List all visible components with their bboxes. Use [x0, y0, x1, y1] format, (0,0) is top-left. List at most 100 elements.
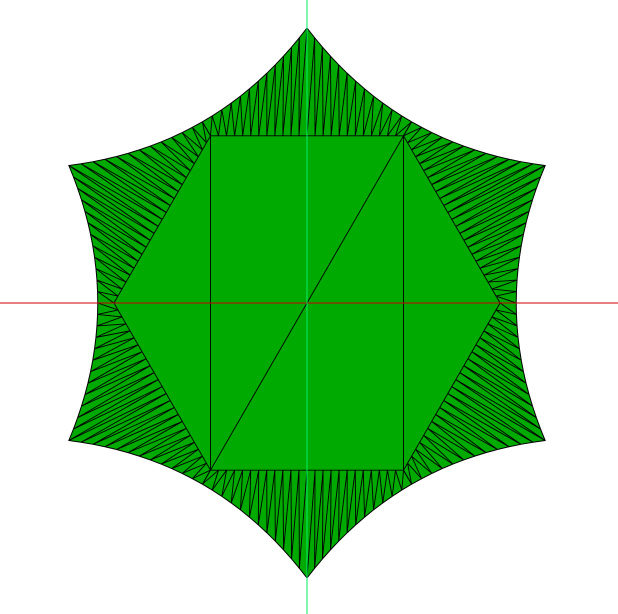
lobe-fan-edge: [171, 137, 195, 164]
lobe-fan-edge: [487, 323, 519, 338]
lobe-fan-edge: [487, 268, 519, 283]
lobe-fan-edge: [138, 149, 183, 185]
lobe-fan-edge: [94, 337, 135, 350]
lobe-fan-edge: [77, 188, 151, 241]
lobe-fan-edge: [471, 351, 527, 384]
lobe-fan-edge: [463, 365, 537, 418]
lobe-fan-edge: [92, 161, 171, 206]
lobe-fan-edge: [362, 88, 365, 136]
lobe-fan-edge: [282, 56, 285, 136]
lobe-fan-edge: [92, 344, 139, 361]
lobe-fan-edge: [447, 163, 534, 213]
lobe-fan-edge: [321, 47, 324, 136]
lobe-fan-edge: [427, 152, 487, 179]
lobe-fan-edge: [495, 295, 517, 304]
lobe-fan-edge: [378, 109, 393, 137]
lobe-fan-edge: [403, 469, 413, 485]
lobe-fan-edge: [96, 323, 127, 327]
lobe-fan-edge: [463, 365, 533, 407]
lobe-fan-edge: [395, 470, 403, 491]
lobe-fan-edge: [249, 88, 252, 136]
lobe-fan-edge: [459, 372, 541, 430]
lobe-fan-edge: [338, 64, 340, 136]
lobe-fan-edge: [401, 470, 404, 491]
lobe-fan-edge: [354, 88, 365, 136]
lobe-fan-edge: [423, 149, 475, 172]
lobe-fan-edge: [221, 469, 236, 497]
lobe-fan-edge: [283, 470, 292, 550]
lobe-fan-edge: [242, 88, 250, 136]
lobe-fan-edge: [95, 323, 127, 338]
lobe-fan-edge: [104, 414, 179, 448]
lobe-fan-edge: [150, 145, 191, 172]
lobe-fan-edge: [447, 393, 534, 443]
lobe-fan-edge: [104, 158, 175, 199]
lobe-fan-edge: [411, 136, 443, 151]
lobe-fan-edge: [411, 456, 423, 479]
lobe-fan-edge: [73, 176, 159, 227]
lobe-fan-edge: [81, 372, 155, 407]
lobe-fan-edge: [127, 427, 187, 454]
lobe-fan-edge: [92, 400, 171, 445]
lobe-fan-edge: [202, 469, 219, 485]
lobe-fan-edge: [127, 153, 179, 192]
lobe-fan-edge: [491, 316, 519, 338]
lobe-fan-edge: [201, 121, 211, 137]
lobe-fan-edge: [257, 470, 268, 525]
lobe-fan-edge: [423, 435, 454, 465]
lobe-fan-edge: [479, 337, 522, 361]
lobe-fan-edge: [291, 470, 300, 559]
lobe-fan-edge: [94, 256, 127, 283]
lobe-fan-edge: [90, 351, 143, 373]
lobe-fan-edge: [249, 470, 252, 518]
lobe-fan-edge: [459, 188, 537, 234]
lobe-fan-edge: [435, 156, 498, 192]
lobe-fan-edge: [92, 245, 135, 269]
lobe-fan-edge: [139, 434, 191, 457]
lobe-fan-edge: [431, 421, 487, 454]
lobe-fan-edge: [407, 127, 422, 144]
lobe-fan-edge: [370, 470, 374, 510]
lobe-fan-edge: [451, 165, 546, 220]
lobe-fan-edge: [395, 121, 412, 137]
lobe-fan-edge: [467, 222, 527, 248]
lobe-fan-edge: [298, 27, 308, 136]
lobe-fan-edge: [475, 233, 524, 262]
lobe-fan-edge: [298, 470, 308, 569]
lobe-fan-edge: [290, 37, 300, 136]
lobe-fan-edge: [455, 188, 537, 227]
lobe-fan-edge: [427, 428, 465, 461]
lobe-fan-edge: [499, 302, 517, 315]
lobe-fan-edge: [329, 470, 332, 550]
lobe-fan-edge: [104, 407, 175, 448]
lobe-fan-edge: [435, 414, 498, 450]
lobe-fan-edge: [459, 372, 537, 418]
lobe-fan-edge: [415, 137, 443, 158]
lobe-fan-edge: [443, 163, 534, 206]
lobe-fan-edge: [443, 400, 510, 448]
lobe-fan-edge: [314, 47, 323, 136]
lobe-fan-edge: [306, 470, 316, 579]
lobe-fan-edge: [491, 288, 517, 292]
lobe-fan-edge: [84, 210, 143, 255]
lobe-fan-edge: [150, 441, 195, 461]
lobe-fan-edge: [362, 470, 365, 518]
lobe-fan-edge: [201, 469, 211, 485]
lobe-fan-edge: [104, 158, 171, 206]
lobe-fan-edge: [181, 132, 203, 151]
lobe-fan-edge: [451, 386, 546, 441]
lobe-fan-edge: [431, 156, 498, 185]
lobe-fan-edge: [471, 233, 524, 255]
lobe-fan-edge: [230, 470, 236, 504]
lobe-fan-edge: [96, 279, 123, 290]
lobe-fan-edge: [77, 372, 155, 418]
lobe-fan-edge: [68, 165, 159, 227]
lobe-fan-edge: [68, 386, 163, 441]
lobe-fan-edge: [97, 314, 123, 318]
lobe-fan-edge: [160, 441, 195, 465]
lobe-fan-edge: [306, 37, 316, 136]
lobe-fan-edge: [80, 163, 167, 213]
lobe-fan-edge: [80, 163, 163, 220]
lobe-fan-edge: [495, 309, 517, 315]
lobe-fan-edge: [475, 344, 524, 373]
